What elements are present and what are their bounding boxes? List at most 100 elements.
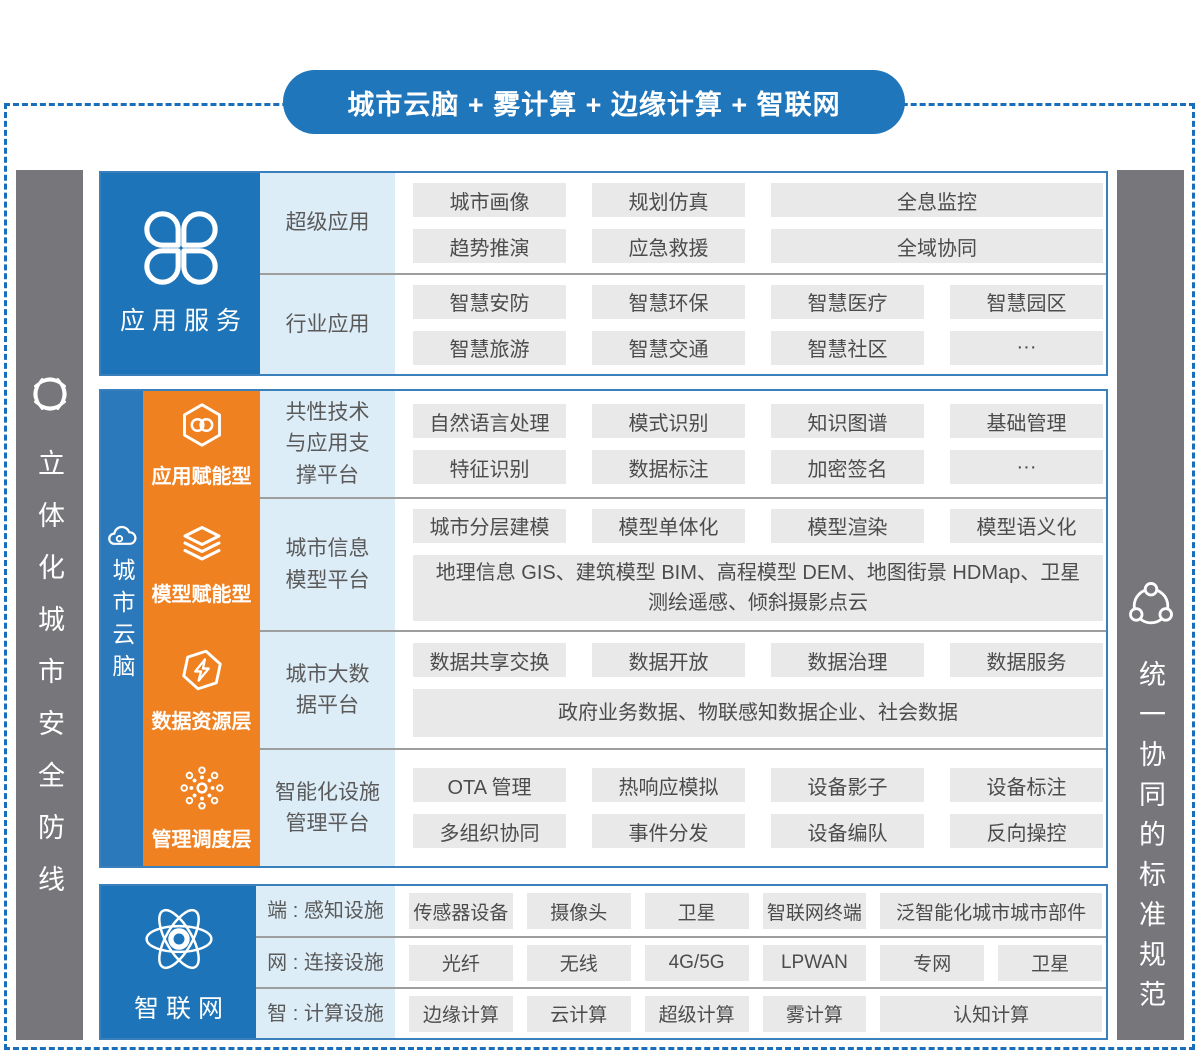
chip: 地理信息 GIS、建筑模型 BIM、高程模型 DEM、地图街景 HDMap、卫星…: [413, 554, 1103, 621]
management-dispatch-row: 智能化设施 管理平台 OTA 管理 热响应模拟 设备影子 设备标注 多组织协同 …: [260, 748, 1106, 866]
layer-label: 模型赋能型: [151, 584, 252, 606]
platform-label: 智能化设施 管理平台: [260, 750, 395, 866]
chip: 超级计算: [644, 995, 749, 1032]
chip: 智慧安防: [413, 284, 566, 319]
section-city-brain: 城市云脑 应用赋能型: [99, 389, 1108, 868]
security-waves-icon: [21, 365, 79, 423]
layer-label: 应用赋能型: [151, 465, 252, 488]
super-apps-row: 超级应用 城市画像 规划仿真 全息监控 趋势推演 应急救援 全域协同: [260, 173, 1106, 273]
app-services-rows: 超级应用 城市画像 规划仿真 全息监控 趋势推演 应急救援 全域协同 行业应用 …: [260, 173, 1106, 374]
chip: 卫星: [644, 893, 749, 929]
chip: 云计算: [526, 995, 631, 1032]
chip: 数据服务: [950, 643, 1103, 677]
data-resource-chips: 数据共享交换 数据开放 数据治理 数据服务 政府业务数据、物联感知数据企业、社会…: [395, 632, 1106, 748]
collaboration-nodes-icon: [1123, 578, 1179, 634]
dots-network-icon: [177, 763, 227, 813]
platform-label: 城市大数 据平台: [260, 632, 395, 748]
left-bar-label: 立体化城市安全防线: [34, 449, 64, 917]
chip: 智慧园区: [950, 284, 1103, 319]
chip: 趋势推演: [413, 229, 566, 263]
chip: 设备编队: [771, 814, 924, 848]
chip: 全域协同: [771, 229, 1103, 263]
chip: 传感器设备: [409, 893, 513, 929]
chip: 设备标注: [950, 768, 1103, 802]
chip: 政府业务数据、物联感知数据企业、社会数据: [413, 689, 1103, 737]
iot-row-label: 端 : 感知设施: [256, 886, 395, 936]
chip: 智慧旅游: [413, 330, 566, 365]
hexagon-bolt-icon: [177, 645, 227, 695]
chip: 热响应模拟: [592, 768, 745, 802]
model-enabling-row: 城市信息 模型平台 城市分层建模 模型单体化 模型渲染 模型语义化 地理信息 G…: [260, 497, 1106, 630]
chip: 智慧医疗: [771, 284, 924, 319]
atom-icon: [138, 899, 220, 979]
chip: 模型单体化: [592, 508, 745, 543]
chip: OTA 管理: [413, 768, 566, 802]
chip: 自然语言处理: [413, 404, 566, 438]
chip: 反向操控: [950, 814, 1103, 848]
chip: 边缘计算: [409, 995, 513, 1032]
chip: 摄像头: [526, 893, 631, 929]
chip: ···: [950, 450, 1103, 484]
chip: 设备影子: [771, 768, 924, 802]
chip: 数据治理: [771, 643, 924, 677]
industry-apps-label: 行业应用: [260, 275, 395, 374]
chip: 无线: [526, 944, 631, 981]
chip: 模式识别: [592, 404, 745, 438]
chip: 城市分层建模: [413, 508, 566, 543]
iot-connection-row: 网 : 连接设施 光纤 无线 4G/5G LPWAN 专网 卫星: [256, 936, 1106, 987]
data-resource-row: 城市大数 据平台 数据共享交换 数据开放 数据治理 数据服务 政府业务数据、物联…: [260, 630, 1106, 748]
layer-label: 数据资源层: [151, 710, 252, 733]
platform-label: 共性技术 与应用支 撑平台: [260, 391, 395, 497]
layer-label: 管理调度层: [151, 828, 252, 851]
iot-block: 智联网: [101, 886, 256, 1038]
chip: 光纤: [409, 944, 513, 981]
chip: 应急救援: [592, 229, 745, 263]
chip: 城市画像: [413, 183, 566, 217]
chip: 雾计算: [762, 995, 867, 1032]
chip: 知识图谱: [771, 404, 924, 438]
city-brain-title: 城市云脑: [109, 558, 135, 686]
chip: 规划仿真: [592, 183, 745, 217]
chip: 4G/5G: [644, 944, 749, 981]
chip: 特征识别: [413, 450, 566, 484]
chip: 智慧交通: [592, 330, 745, 365]
iot-row-label: 网 : 连接设施: [256, 938, 395, 987]
layer-app-enabling: 应用赋能型: [143, 391, 260, 497]
chip: LPWAN: [762, 944, 867, 981]
management-dispatch-chips: OTA 管理 热响应模拟 设备影子 设备标注 多组织协同 事件分发 设备编队 反…: [395, 750, 1106, 866]
layer-data-resource: 数据资源层: [143, 630, 260, 748]
model-enabling-chips: 城市分层建模 模型单体化 模型渲染 模型语义化 地理信息 GIS、建筑模型 BI…: [395, 499, 1106, 630]
left-security-bar: 立体化城市安全防线: [16, 170, 83, 1040]
iot-computing-row: 智 : 计算设施 边缘计算 云计算 超级计算 雾计算 认知计算: [256, 987, 1106, 1038]
chip: 数据标注: [592, 450, 745, 484]
app-services-title: 应用服务: [119, 306, 248, 335]
platform-label: 城市信息 模型平台: [260, 499, 395, 630]
super-apps-label: 超级应用: [260, 173, 395, 273]
app-enabling-row: 共性技术 与应用支 撑平台 自然语言处理 模式识别 知识图谱 基础管理 特征识别…: [260, 391, 1106, 497]
chip: 全息监控: [771, 183, 1103, 217]
right-bar-label: 统一协同的标准规范: [1135, 660, 1165, 1020]
layer-model-enabling: 模型赋能型: [143, 497, 260, 630]
chip: 智慧环保: [592, 284, 745, 319]
chip: 基础管理: [950, 404, 1103, 438]
top-banner-label: 城市云脑 + 雾计算 + 边缘计算 + 智联网: [347, 89, 841, 120]
clover-apps-icon: [143, 210, 218, 285]
layer-management-dispatch: 管理调度层: [143, 748, 260, 866]
section-iot: 智联网 端 : 感知设施 传感器设备 摄像头 卫星 智联网终端 泛智能化城市城市…: [99, 884, 1108, 1040]
iot-computing-chips: 边缘计算 云计算 超级计算 雾计算 认知计算: [395, 989, 1106, 1038]
main-diagram: 应用服务 超级应用 城市画像 规划仿真 全息监控 趋势推演 应急救援 全域协同 …: [99, 171, 1108, 1040]
chip: 泛智能化城市城市部件: [880, 893, 1102, 929]
city-brain-layers: 应用赋能型 模型赋能型: [143, 391, 260, 866]
chip: 模型语义化: [950, 508, 1103, 543]
layers-icon: [176, 520, 228, 568]
chip: 数据共享交换: [413, 643, 566, 677]
top-banner: 城市云脑 + 雾计算 + 边缘计算 + 智联网: [283, 70, 905, 134]
industry-apps-chips: 智慧安防 智慧环保 智慧医疗 智慧园区 智慧旅游 智慧交通 智慧社区 ···: [395, 275, 1106, 374]
chip: 数据开放: [592, 643, 745, 677]
chip: 事件分发: [592, 814, 745, 848]
iot-sensing-row: 端 : 感知设施 传感器设备 摄像头 卫星 智联网终端 泛智能化城市城市部件: [256, 886, 1106, 936]
iot-rows: 端 : 感知设施 传感器设备 摄像头 卫星 智联网终端 泛智能化城市城市部件 网…: [256, 886, 1106, 1038]
chip: 多组织协同: [413, 814, 566, 848]
industry-apps-row: 行业应用 智慧安防 智慧环保 智慧医疗 智慧园区 智慧旅游 智慧交通 智慧社区 …: [260, 273, 1106, 374]
chip: 智联网终端: [762, 893, 867, 929]
